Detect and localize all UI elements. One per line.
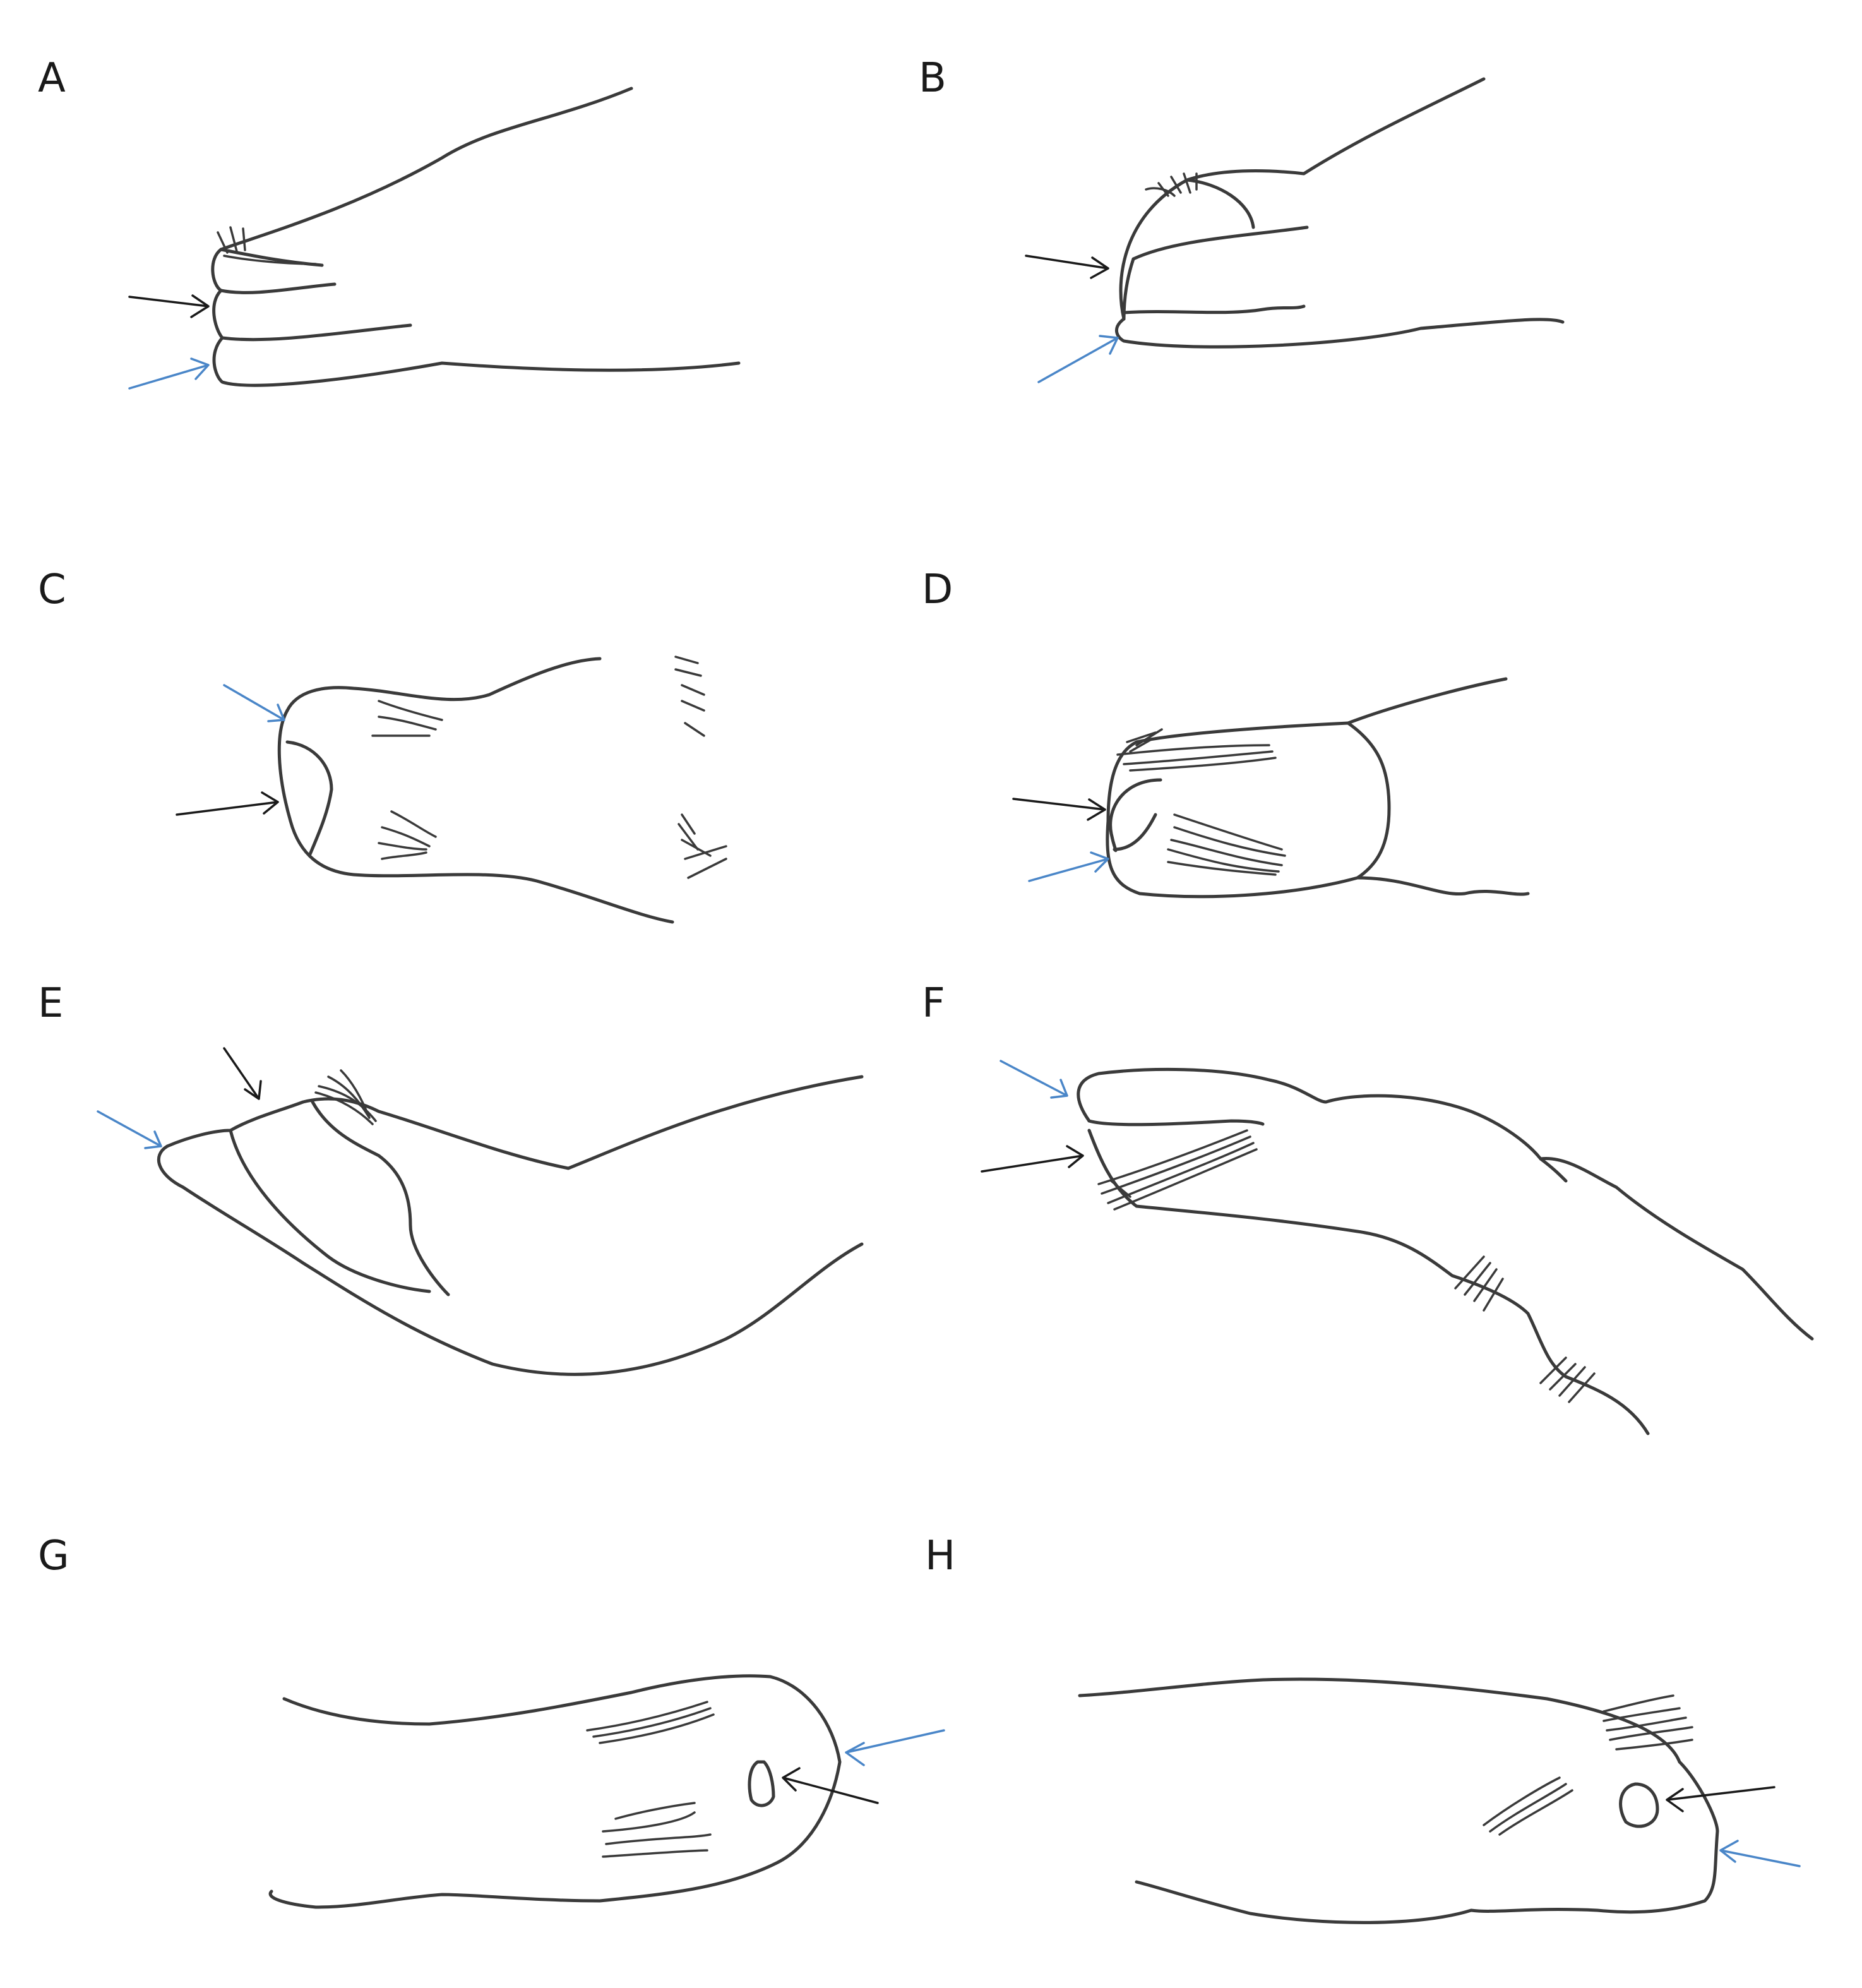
- black-arrow-f: [981, 1145, 1084, 1173]
- drawing-d: [1106, 677, 1530, 899]
- panel-b: B: [919, 55, 1565, 383]
- black-arrow-d: [1012, 798, 1106, 821]
- drawing-b: [1115, 77, 1565, 349]
- black-arrow-e: [223, 1047, 262, 1100]
- drawing-c: [277, 656, 727, 924]
- black-arrow-g: [782, 1767, 879, 1804]
- panel-label-b: B: [919, 55, 946, 102]
- black-arrow-b: [1025, 254, 1109, 279]
- panel-d: D: [922, 566, 1530, 899]
- blue-arrow-a: [128, 357, 210, 390]
- blue-arrow-d: [1028, 851, 1109, 882]
- black-arrow-a: [128, 294, 210, 318]
- panel-label-h: H: [925, 1533, 955, 1579]
- blue-arrow-f: [1000, 1060, 1068, 1099]
- panel-c: C: [38, 566, 727, 924]
- panel-label-d: D: [922, 566, 953, 613]
- black-arrow-c: [176, 791, 279, 816]
- black-arrow-h: [1666, 1786, 1775, 1812]
- panel-e: E: [38, 980, 864, 1376]
- drawing-a: [211, 87, 741, 387]
- panel-label-f: F: [922, 980, 945, 1027]
- panel-a: A: [38, 55, 741, 390]
- panel-g: G: [38, 1533, 945, 1909]
- panel-f: F: [922, 980, 1814, 1435]
- blue-arrow-b: [1037, 335, 1119, 383]
- drawing-e: [157, 1069, 864, 1376]
- drawing-f: [1077, 1067, 1814, 1435]
- drawing-g: [268, 1674, 842, 1909]
- blue-arrow-c: [223, 684, 285, 722]
- blue-arrow-h: [1719, 1840, 1801, 1867]
- blue-arrow-e: [97, 1110, 162, 1149]
- panel-label-e: E: [38, 980, 63, 1027]
- panel-label-g: G: [38, 1533, 69, 1579]
- panel-h: H: [925, 1533, 1801, 1924]
- panel-label-c: C: [38, 566, 66, 613]
- panel-label-a: A: [38, 55, 66, 102]
- blue-arrow-g: [845, 1729, 945, 1766]
- drawing-h: [1078, 1677, 1719, 1924]
